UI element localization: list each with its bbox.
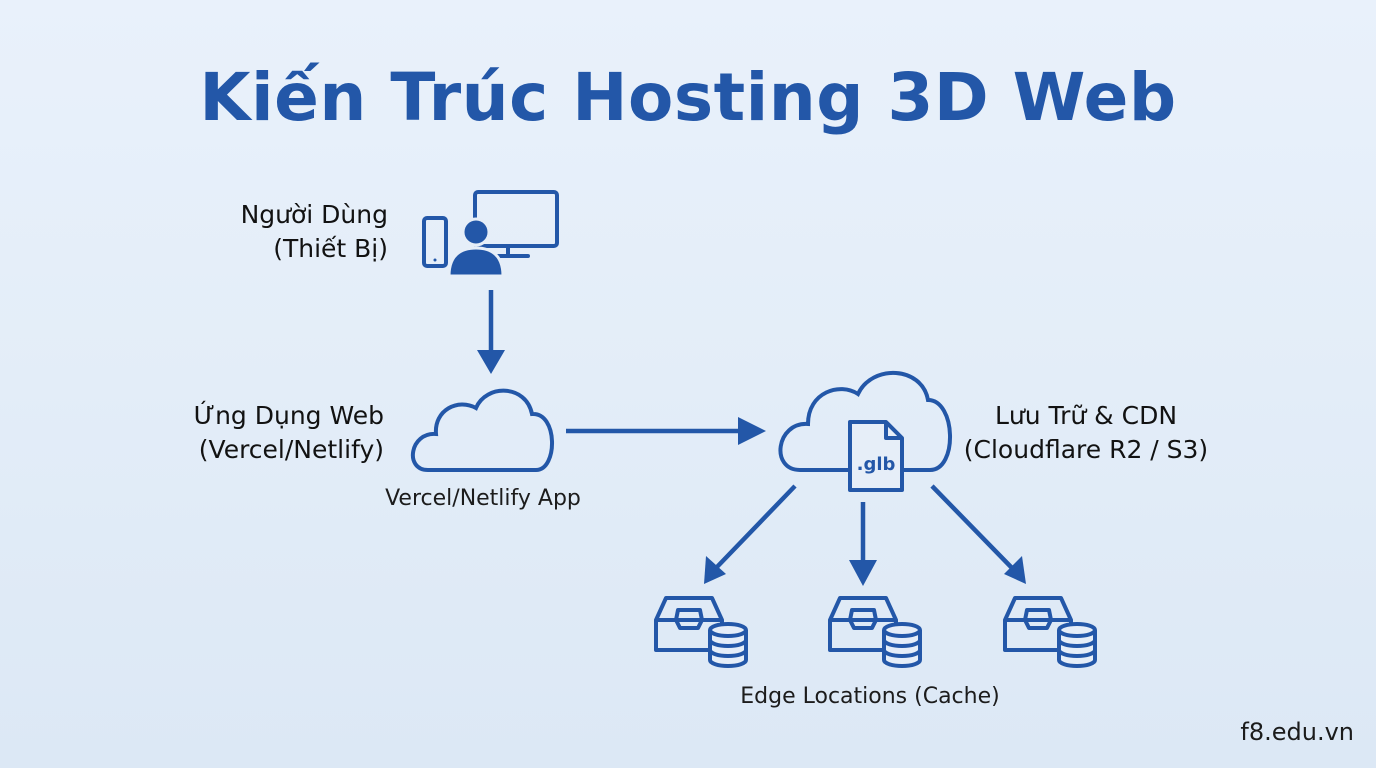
edge-server-icon [828, 596, 922, 668]
webapp-caption: Vercel/Netlify App [385, 486, 581, 511]
storage-label: Lưu Trữ & CDN (Cloudflare R2 / S3) [950, 399, 1222, 467]
webapp-label: Ứng Dụng Web (Vercel/Netlify) [150, 399, 384, 467]
webapp-label-line2: (Vercel/Netlify) [198, 435, 384, 464]
storage-label-line1: Lưu Trữ & CDN [994, 401, 1178, 430]
glb-file-label: .glb [857, 454, 896, 475]
cloud-icon [410, 388, 554, 472]
edge-server-icon [1003, 596, 1097, 668]
user-devices-icon [422, 190, 559, 278]
glb-file-icon: .glb [848, 420, 904, 492]
user-label-line2: (Thiết Bị) [273, 234, 388, 263]
edge-caption: Edge Locations (Cache) [740, 684, 1000, 709]
arrows-storage-to-edges [704, 484, 1026, 586]
webapp-label-line1: Ứng Dụng Web [193, 401, 384, 430]
cloud-file-icon [778, 370, 952, 472]
page-title: Kiến Trúc Hosting 3D Web [199, 59, 1177, 136]
edge-server-icon [654, 596, 748, 668]
watermark: f8.edu.vn [1240, 718, 1354, 746]
user-label-line1: Người Dùng [240, 200, 388, 229]
user-label: Người Dùng (Thiết Bị) [200, 198, 388, 266]
storage-label-line2: (Cloudflare R2 / S3) [963, 435, 1209, 464]
